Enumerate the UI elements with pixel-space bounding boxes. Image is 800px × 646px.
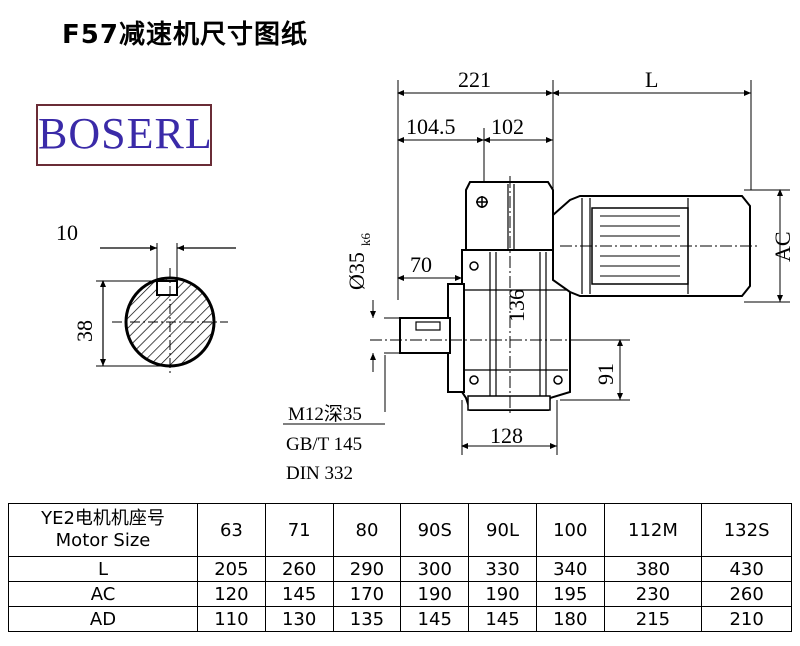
table-cell: 290 — [332, 556, 402, 582]
table-cell: 130 — [264, 606, 334, 632]
table-row-label: L — [8, 556, 198, 582]
table-cell: 300 — [400, 556, 470, 582]
dim-shaft-diameter: Ø35 — [344, 252, 369, 290]
brand-logo: BOSERL — [36, 104, 212, 166]
table-cell: 145 — [264, 581, 334, 607]
table-cell: 260 — [701, 581, 792, 607]
table-row-label: AC — [8, 581, 198, 607]
dim-shaft-height: 38 — [72, 320, 97, 342]
table-cell: 145 — [400, 606, 470, 632]
dim-motor-ac: AC — [770, 231, 795, 262]
note-thread: M12深35 — [288, 403, 362, 425]
table-cell: 190 — [468, 581, 537, 607]
dim-motor-length: L — [645, 67, 658, 92]
table-row-label: AD — [8, 606, 198, 632]
table-header-line1: YE2电机机座号 — [41, 508, 165, 529]
shaft-keyway — [156, 280, 178, 296]
dim-shaft-tolerance: k6 — [358, 233, 373, 247]
table-cell: 135 — [332, 606, 402, 632]
table-cell: 260 — [264, 556, 334, 582]
table-cell: 170 — [332, 581, 402, 607]
table-column-header: 112M — [603, 503, 703, 557]
table-cell: 380 — [603, 556, 703, 582]
dim-70: 70 — [410, 252, 432, 277]
centerlines — [370, 176, 760, 416]
dim-key-width: 10 — [56, 220, 78, 245]
table-cell: 195 — [535, 581, 605, 607]
table-column-header: 80 — [332, 503, 402, 557]
table-column-header: 90L — [468, 503, 537, 557]
table-column-header: 100 — [535, 503, 605, 557]
page-title: F57减速机尺寸图纸 — [62, 20, 308, 50]
table-header-label: YE2电机机座号 Motor Size — [8, 503, 198, 557]
shaft-section — [96, 243, 236, 376]
note-gb-standard: GB/T 145 — [286, 434, 362, 455]
reducer-housing — [399, 181, 571, 411]
note-din-standard: DIN 332 — [286, 463, 353, 484]
dim-102: 102 — [491, 114, 524, 139]
table-header-line2: Motor Size — [55, 530, 151, 551]
brand-logo-text: BOSERL — [38, 109, 213, 158]
table-cell: 120 — [197, 581, 266, 607]
dim-136: 136 — [504, 289, 529, 322]
table-cell: 210 — [701, 606, 792, 632]
dim-91: 91 — [593, 363, 618, 385]
table-cell: 330 — [468, 556, 537, 582]
dim-128: 128 — [490, 423, 523, 448]
table-cell: 110 — [197, 606, 266, 632]
table-cell: 145 — [468, 606, 537, 632]
table-cell: 430 — [701, 556, 792, 582]
table-cell: 180 — [535, 606, 605, 632]
table-cell: 340 — [535, 556, 605, 582]
dim-221: 221 — [458, 67, 491, 92]
table-cell: 190 — [400, 581, 470, 607]
table-column-header: 63 — [197, 503, 266, 557]
table-column-header: 71 — [264, 503, 334, 557]
table-column-header: 132S — [701, 503, 792, 557]
table-cell: 230 — [603, 581, 703, 607]
table-cell: 215 — [603, 606, 703, 632]
table-cell: 205 — [197, 556, 266, 582]
dim-104-5: 104.5 — [406, 114, 456, 139]
table-column-header: 90S — [400, 503, 470, 557]
gear-reducer-drawing: 10 38 — [56, 67, 795, 484]
